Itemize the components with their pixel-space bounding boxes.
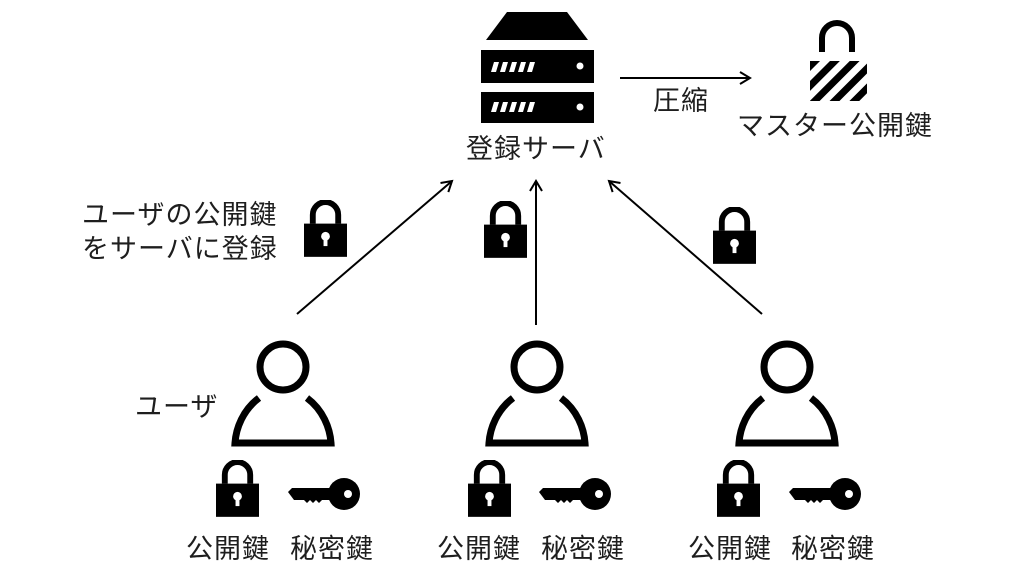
public-key-padlock-icon xyxy=(468,462,511,517)
compress-label: 圧縮 xyxy=(653,86,709,117)
register-note-line2: をサーバに登録 xyxy=(82,234,278,265)
user-icon xyxy=(739,344,835,443)
public-key-label: 公開鍵 xyxy=(688,534,772,565)
master-key-label: マスター公開鍵 xyxy=(737,111,933,142)
private-key-icon xyxy=(539,478,611,510)
padlock-icon xyxy=(484,203,527,258)
arrow-user1-to-server xyxy=(296,179,454,315)
public-key-padlock-icon xyxy=(717,462,760,517)
server-label: 登録サーバ xyxy=(466,134,606,165)
server-rack-1 xyxy=(481,50,594,83)
padlock-icon xyxy=(713,209,756,264)
private-key-icon xyxy=(789,478,861,510)
user-label: ユーザ xyxy=(135,392,219,423)
private-key-label: 秘密鍵 xyxy=(290,534,374,565)
public-key-label: 公開鍵 xyxy=(437,534,521,565)
private-key-icon xyxy=(288,478,360,510)
server-rack-2 xyxy=(481,92,594,123)
server-top xyxy=(486,12,588,40)
arrow-user3-to-server xyxy=(607,179,763,315)
public-key-label: 公開鍵 xyxy=(186,534,270,565)
register-note-line1: ユーザの公開鍵 xyxy=(82,200,278,231)
user-icon xyxy=(489,344,585,443)
public-key-padlock-icon xyxy=(216,462,259,517)
user-icon xyxy=(235,344,331,443)
private-key-label: 秘密鍵 xyxy=(541,534,625,565)
striped-padlock-icon xyxy=(810,20,867,101)
private-key-label: 秘密鍵 xyxy=(791,534,875,565)
padlock-icon xyxy=(304,202,347,257)
server-icon xyxy=(481,12,594,123)
